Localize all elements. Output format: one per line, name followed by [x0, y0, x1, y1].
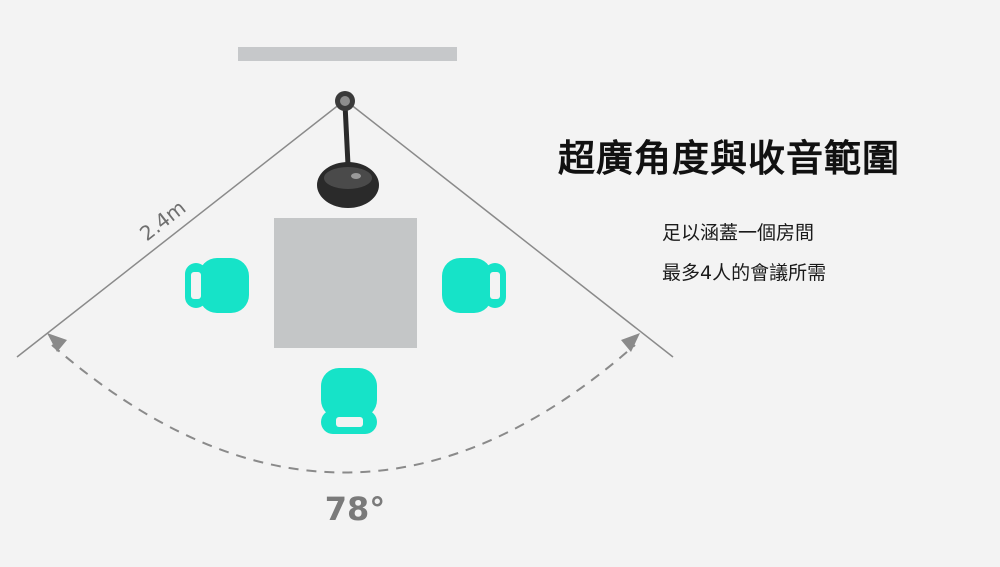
angle-label: 78°	[325, 490, 386, 528]
description-line-1: 足以涵蓋一個房間	[662, 222, 815, 244]
conference-table	[274, 218, 417, 348]
distance-label: 2.4m	[135, 195, 190, 245]
angle-arc-arrow-right	[621, 333, 640, 352]
angle-arc	[51, 344, 636, 474]
chair-left-icon	[185, 258, 249, 313]
coverage-line-right	[344, 99, 674, 358]
coverage-line-left	[16, 99, 346, 358]
display-screen	[238, 47, 457, 61]
chair-right-icon	[442, 258, 506, 313]
conference-camera-icon	[317, 91, 379, 208]
chair-bottom-icon	[321, 368, 377, 434]
angle-arc-arrow-left	[47, 333, 67, 352]
description-line-2: 最多4人的會議所需	[662, 262, 827, 284]
feature-headline: 超廣角度與收音範圍	[558, 137, 900, 180]
